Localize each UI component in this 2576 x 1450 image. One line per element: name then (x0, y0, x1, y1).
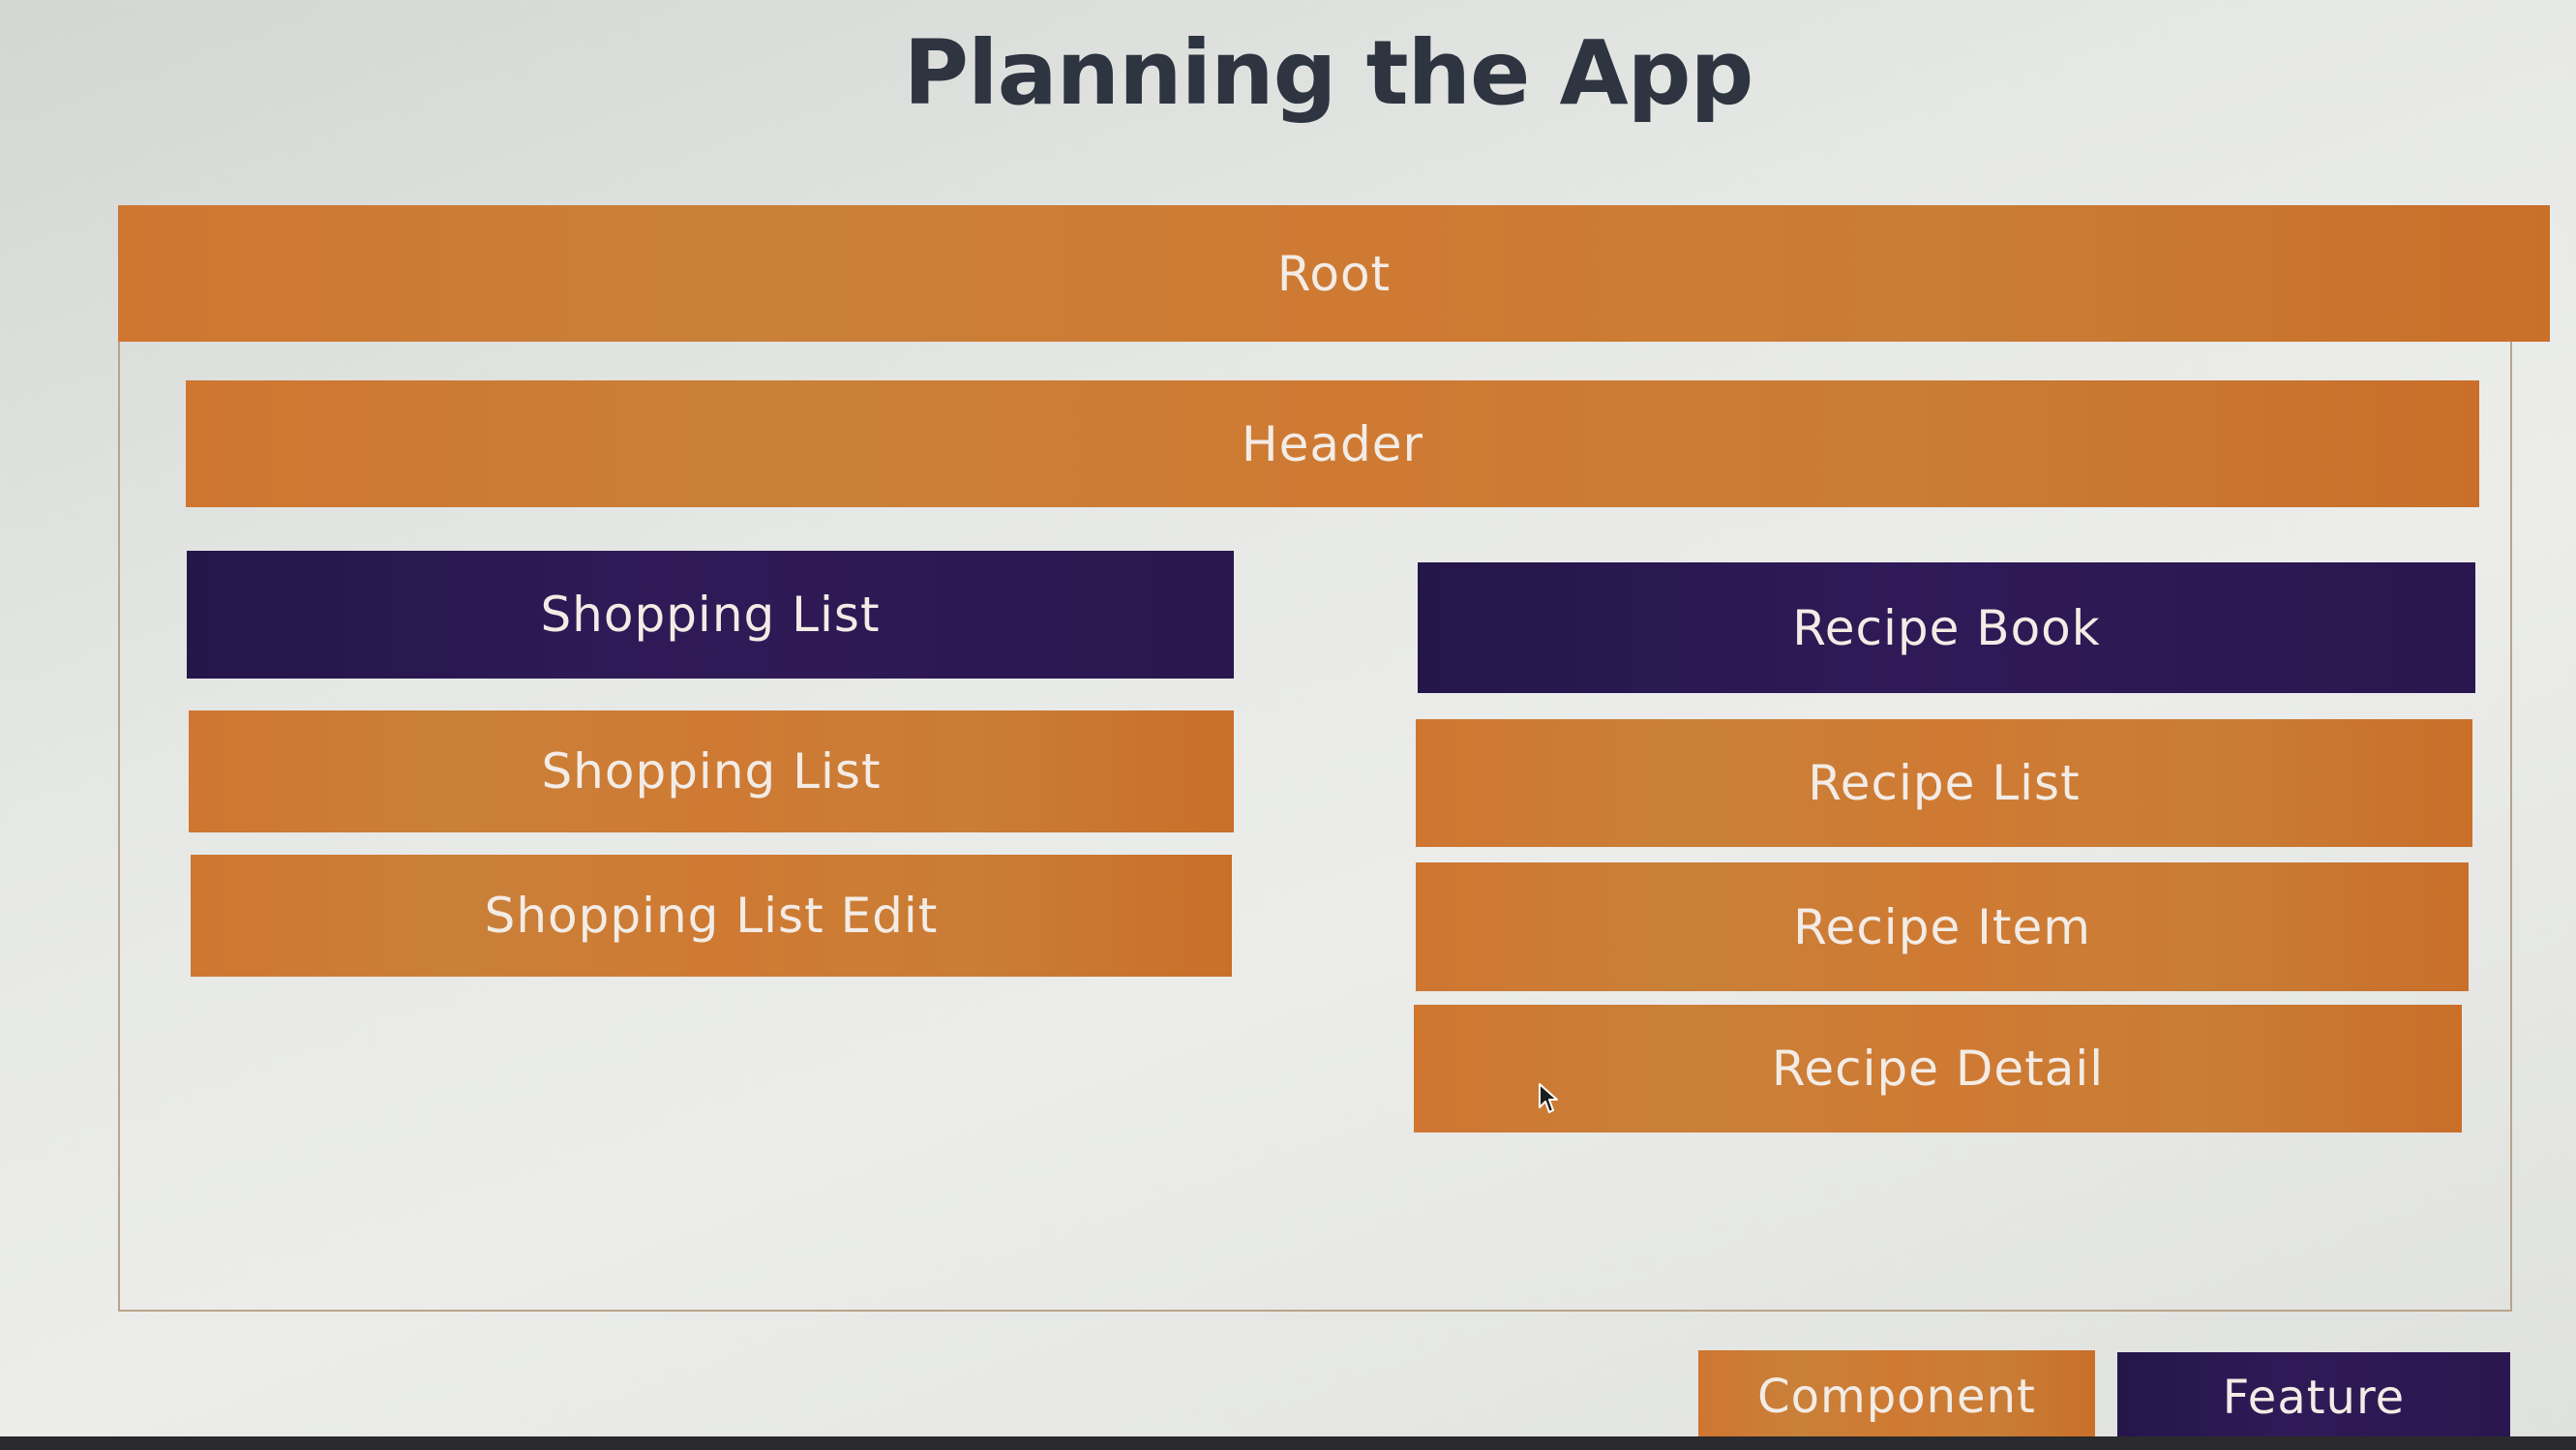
screen-bezel (0, 1436, 2576, 1450)
root-box: Root (118, 205, 2550, 342)
component-box-shopping-list-edit: Shopping List Edit (191, 855, 1232, 977)
component-label-shopping-list-edit: Shopping List Edit (484, 888, 939, 944)
header-label: Header (1241, 415, 1424, 472)
feature-label-recipe-book: Recipe Book (1792, 599, 2101, 656)
feature-box-recipe-book: Recipe Book (1418, 562, 2475, 693)
diagram-frame (118, 205, 2512, 1312)
legend-component: Component (1698, 1350, 2095, 1442)
component-label-shopping-list: Shopping List (541, 743, 882, 800)
component-label-recipe-detail: Recipe Detail (1771, 1041, 2105, 1097)
legend-feature: Feature (2117, 1352, 2510, 1442)
component-box-recipe-item: Recipe Item (1416, 862, 2469, 991)
component-label-recipe-list: Recipe List (1808, 755, 2081, 811)
component-box-recipe-list: Recipe List (1416, 719, 2472, 847)
component-box-shopping-list: Shopping List (189, 710, 1234, 832)
feature-label-shopping-list: Shopping List (540, 587, 881, 643)
page-title: Planning the App (903, 21, 1754, 125)
component-box-recipe-detail: Recipe Detail (1414, 1005, 2462, 1133)
component-label-recipe-item: Recipe Item (1793, 898, 2091, 955)
feature-box-shopping-list: Shopping List (187, 551, 1234, 679)
root-label: Root (1276, 245, 1392, 302)
mouse-cursor-icon (1539, 1083, 1558, 1113)
legend-component-label: Component (1757, 1369, 2036, 1424)
legend-feature-label: Feature (2222, 1370, 2406, 1425)
header-box: Header (186, 380, 2479, 507)
